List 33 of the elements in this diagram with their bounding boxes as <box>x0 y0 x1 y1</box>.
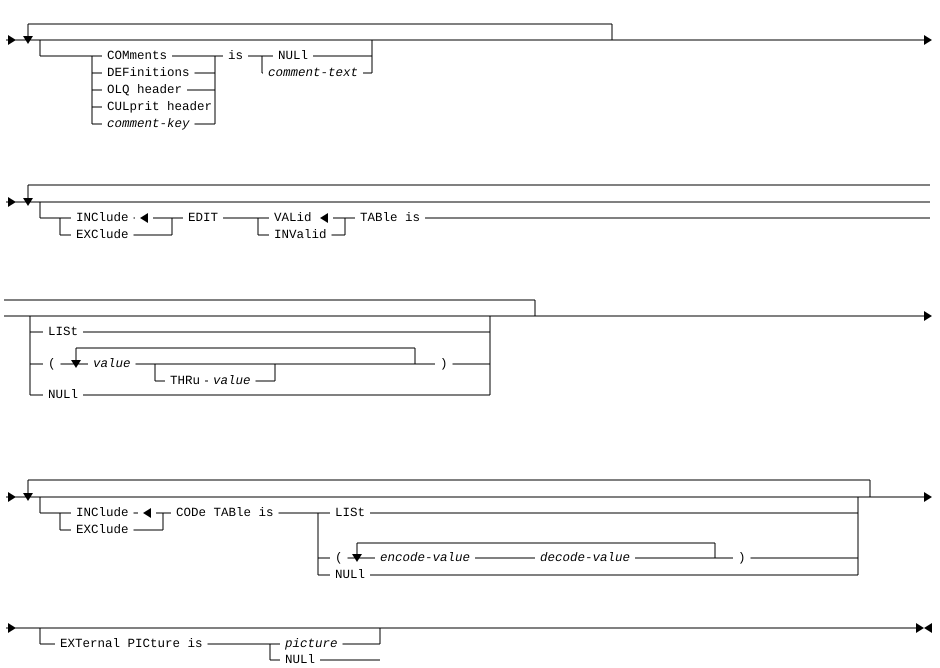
keyword-text: NULl <box>335 568 366 582</box>
variable-text: comment-key <box>107 117 190 131</box>
keyword-text: INClude <box>76 506 129 520</box>
keyword-text: TABle is <box>360 211 420 225</box>
variable-text: encode-value <box>380 551 470 565</box>
keyword-text: COMments <box>107 49 168 63</box>
keyword-text: is <box>228 49 244 63</box>
keyword-text: NULl <box>278 49 308 63</box>
variable-text: picture <box>285 637 338 651</box>
keyword-text: EXClude <box>76 228 129 242</box>
keyword-text: EXTernal PICture is <box>60 637 203 651</box>
keyword-text: CULprit header <box>107 100 212 114</box>
keyword-text: ) <box>440 357 448 371</box>
keyword-text: VALid <box>274 211 312 225</box>
keyword-text: ( <box>48 357 56 371</box>
keyword-text: CODe TABle is <box>176 506 274 520</box>
keyword-text: OLQ header <box>107 83 182 97</box>
keyword-text: DEFinitions <box>107 66 190 80</box>
keyword-text: THRu <box>170 374 200 388</box>
keyword-text: LISt <box>335 506 366 520</box>
keyword-text: NULl <box>48 388 78 402</box>
keyword-text: NULl <box>285 653 316 667</box>
keyword-text: INValid <box>274 228 327 242</box>
keyword-text: LISt <box>48 325 78 339</box>
variable-text: comment-text <box>268 66 358 80</box>
keyword-text: EXClude <box>76 523 129 537</box>
keyword-text: ( <box>335 551 343 565</box>
keyword-text: INClude <box>76 211 129 225</box>
keyword-text: EDIT <box>188 211 218 225</box>
variable-text: value <box>93 357 131 371</box>
variable-text: value <box>213 374 251 388</box>
keyword-text: ) <box>738 551 746 565</box>
variable-text: decode-value <box>540 551 630 565</box>
